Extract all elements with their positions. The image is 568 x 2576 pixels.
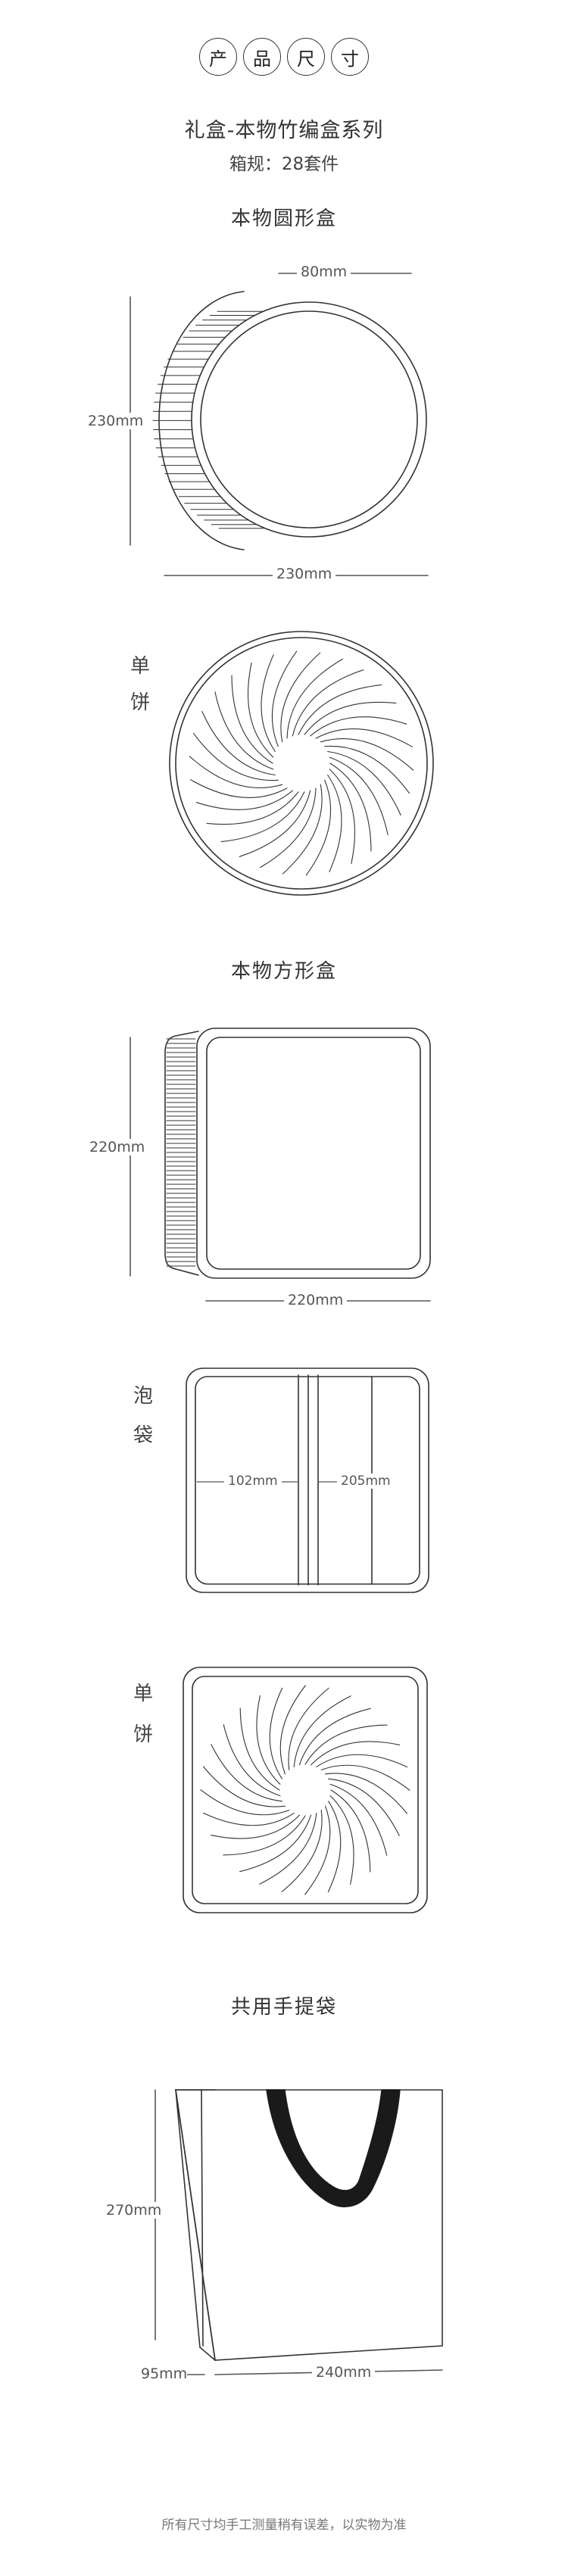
square-box-height-label: 220mm: [89, 1139, 145, 1155]
bag-height-label: 270mm: [106, 2202, 162, 2219]
round-tea-cake-icon: [169, 631, 434, 896]
title-char-1: 产: [199, 38, 237, 76]
square-box-width-label: 220mm: [284, 1292, 348, 1308]
square-bamboo-box-icon: [164, 1028, 431, 1279]
square-single-cake-label: 单 饼: [133, 1683, 154, 1746]
round-box-depth-label: 80mm: [297, 264, 351, 280]
bag-depth-label: 95mm: [141, 2365, 188, 2382]
square-tea-cake-icon: [183, 1667, 428, 1913]
title-char-3: 尺: [287, 38, 325, 76]
round-box-height-label: 230mm: [88, 413, 144, 429]
round-box-dimension-lines: [130, 273, 429, 576]
footer-note: 所有尺寸均手工测量稍有误差，以实物为准: [161, 2518, 407, 2533]
round-single-cake-label: 单 饼: [130, 655, 151, 714]
round-box-width-label: 230mm: [273, 566, 336, 582]
tea-bag-inner-left-label: 102mm: [224, 1474, 282, 1489]
tea-bag-inner-right-label: 205mm: [337, 1474, 395, 1489]
tea-bag-label: 泡 袋: [133, 1385, 154, 1447]
series-title: 礼盒-本物竹编盒系列: [184, 119, 384, 142]
page-title: 产 品 尺 寸: [0, 38, 568, 76]
bag-title: 共用手提袋: [230, 1996, 337, 2019]
square-box-title: 本物方形盒: [230, 960, 337, 983]
bag-width-label: 240mm: [312, 2364, 376, 2381]
title-char-4: 寸: [331, 38, 369, 76]
title-char-2: 品: [243, 38, 281, 76]
round-bamboo-box-icon: [152, 291, 427, 550]
packing-spec: 箱规：28套件: [229, 154, 339, 174]
shopping-bag-icon: [175, 2089, 443, 2361]
round-box-title: 本物圆形盒: [230, 207, 337, 230]
